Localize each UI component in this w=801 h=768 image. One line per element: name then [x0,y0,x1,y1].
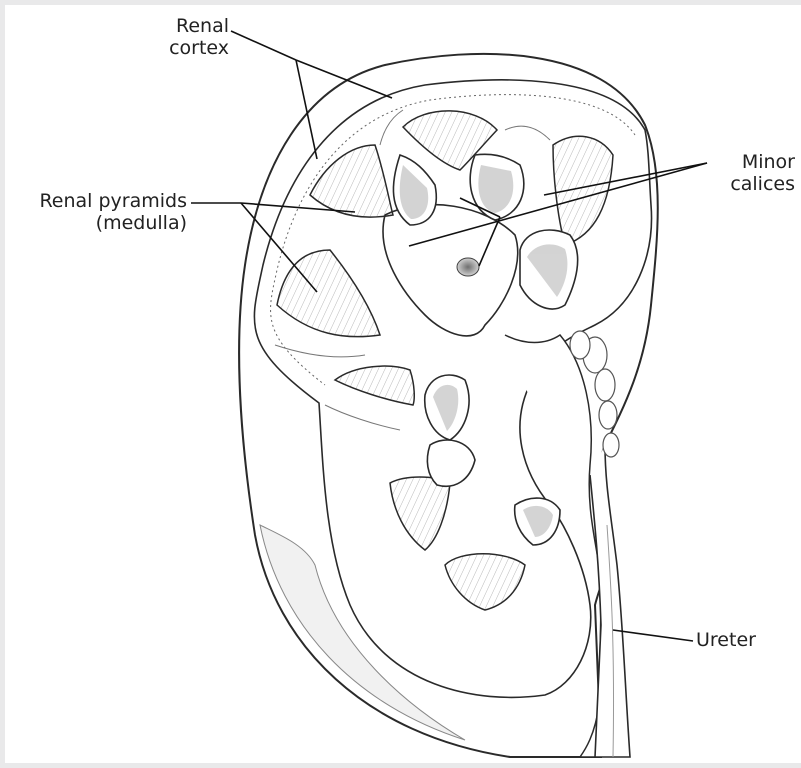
label-renal-pyramids: Renal pyramids (medulla) [11,190,187,234]
figure-panel: Renal cortex Renal pyramids (medulla) Mi… [5,5,801,763]
label-renal-cortex: Renal cortex [153,15,229,59]
label-renal-pyramids-line1: Renal pyramids [11,190,187,212]
label-minor-calices-line2: calices [705,173,795,195]
label-minor-calices-line1: Minor [705,151,795,173]
label-renal-pyramids-line2: (medulla) [11,212,187,234]
label-renal-cortex-line2: cortex [153,37,229,59]
kidney-diagram [5,5,801,763]
leader-ureter [613,630,693,641]
label-ureter: Ureter [696,629,756,651]
label-renal-cortex-line1: Renal [153,15,229,37]
label-ureter-text: Ureter [696,629,756,651]
pelvis-opening [457,258,479,276]
leader-cortex-a [231,31,296,60]
label-minor-calices: Minor calices [705,151,795,195]
